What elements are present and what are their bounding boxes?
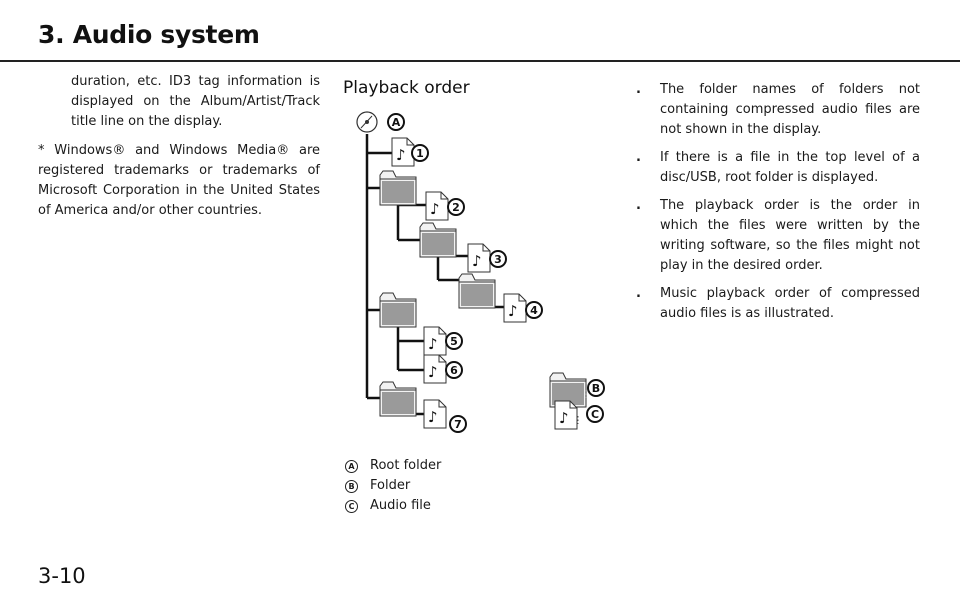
bullet-text: The playback order is the order in which…: [660, 198, 920, 273]
file-6-badge: 6: [445, 361, 463, 379]
right-column: . The folder names of folders not contai…: [636, 80, 920, 332]
audio-file-icon: [503, 293, 527, 323]
trademark-paragraph: * Windows® and Windows Media® are regist…: [38, 143, 320, 218]
file-1-badge: 1: [411, 144, 429, 162]
folder-icon: [379, 170, 417, 206]
middle-column: Playback order: [343, 78, 623, 98]
audio-file-icon: [425, 191, 449, 221]
left-column: duration, etc. ID3 tag information is di…: [38, 72, 320, 230]
bullet-item: . If there is a file in the top level of…: [636, 148, 920, 188]
audio-file-icon: [423, 399, 447, 429]
bullet-item: . Music playback order of compressed aud…: [636, 284, 920, 324]
file-4-number: 4: [530, 304, 538, 317]
legend-item: A Root folder: [343, 456, 441, 476]
file-5-badge: 5: [445, 332, 463, 350]
header-rule: [0, 60, 960, 62]
section-title: Playback order: [343, 78, 470, 98]
file-7-badge: 7: [449, 415, 467, 433]
root-folder-icon: [356, 111, 378, 133]
folder-icon: [419, 222, 457, 258]
audio-legend-badge: C: [586, 405, 604, 423]
bullet-item: . The playback order is the order in whi…: [636, 196, 920, 276]
bullet-text: The folder names of folders not containi…: [660, 82, 920, 137]
diagram-legend: A Root folder B Folder C Audio file: [343, 456, 441, 516]
legend-mark: A: [345, 459, 358, 473]
file-3-number: 3: [494, 253, 502, 266]
bullet-marker: .: [636, 82, 641, 97]
playback-order-diagram: ♪: [356, 111, 605, 433]
folder-icon: [458, 273, 496, 309]
audio-file-icon: [423, 354, 447, 384]
folder-legend-letter: B: [592, 382, 600, 395]
audio-file-icon: [467, 243, 491, 273]
legend-item: C Audio file: [343, 496, 441, 516]
legend-mark: B: [345, 479, 358, 493]
folder-legend-badge: B: [587, 379, 605, 397]
legend-mark: C: [345, 499, 358, 513]
audio-file-icon: [391, 137, 415, 167]
page-header: 3. Audio system: [0, 0, 960, 62]
bullet-text: If there is a file in the top level of a…: [660, 150, 920, 185]
page-number: 3-10: [38, 564, 86, 588]
file-5-number: 5: [450, 335, 458, 348]
page-title: 3. Audio system: [38, 20, 260, 49]
legend-item: B Folder: [343, 476, 441, 496]
legend-label: Root folder: [370, 458, 442, 473]
legend-label: Folder: [370, 478, 411, 493]
id3-paragraph: duration, etc. ID3 tag information is di…: [71, 74, 320, 129]
file-1-number: 1: [416, 147, 424, 160]
file-4-badge: 4: [525, 301, 543, 319]
file-7-number: 7: [454, 418, 462, 431]
file-3-badge: 3: [489, 250, 507, 268]
folder-icon: [379, 381, 417, 417]
bullet-text: Music playback order of compressed audio…: [660, 286, 920, 321]
legend-label: Audio file: [370, 498, 431, 513]
folder-icon: [379, 292, 417, 328]
bullet-marker: .: [636, 286, 641, 301]
root-label-text: A: [392, 116, 401, 129]
bullet-item: . The folder names of folders not contai…: [636, 80, 920, 140]
legend-file-icon: [554, 400, 578, 430]
root-label-badge: A: [387, 113, 405, 131]
bullet-marker: .: [636, 150, 641, 165]
file-2-badge: 2: [447, 198, 465, 216]
file-6-number: 6: [450, 364, 458, 377]
audio-legend-letter: C: [591, 408, 599, 421]
file-2-number: 2: [452, 201, 460, 214]
bullet-marker: .: [636, 198, 641, 213]
audio-file-icon: [423, 326, 447, 356]
